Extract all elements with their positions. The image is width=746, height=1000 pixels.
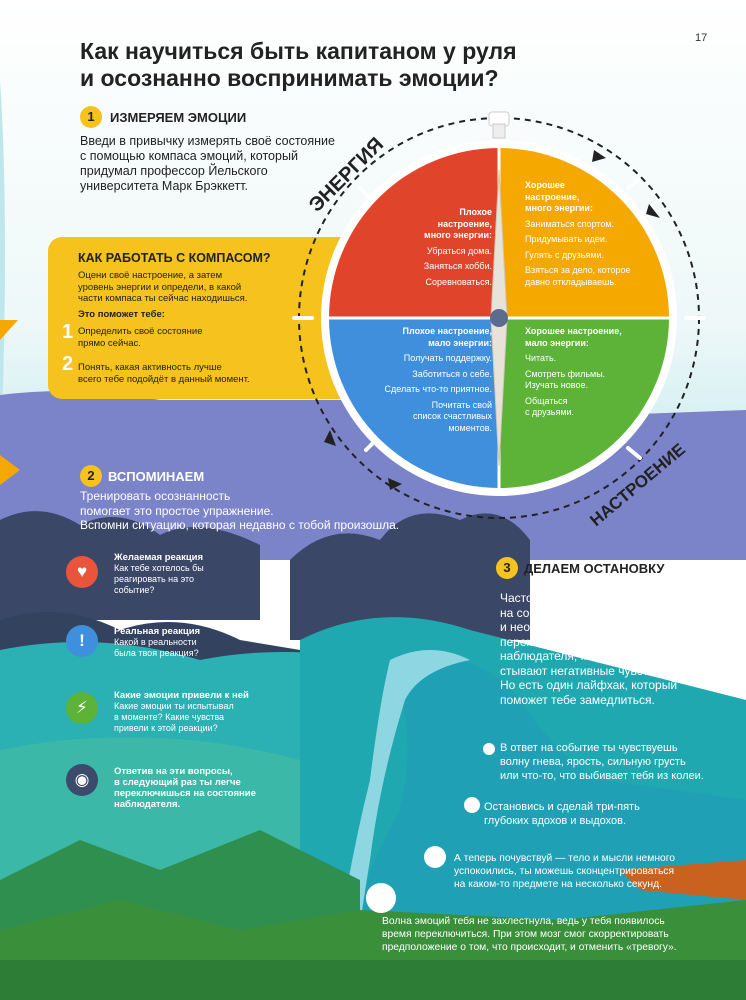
heart-icon: ♥ <box>66 556 98 588</box>
quadrant-bottom-right-text: Хорошее настроение, мало энергии: Читать… <box>525 326 622 417</box>
quadrant-orange <box>499 148 669 318</box>
step-4-dot <box>366 883 396 913</box>
step-1-dot <box>483 743 495 755</box>
exclamation-icon: ! <box>66 625 98 657</box>
quadrant-top-left-text: Плохое настроение, много энергии: Убрать… <box>423 207 492 287</box>
step-2-dot <box>464 797 480 813</box>
section3-badge: 3 <box>496 557 518 579</box>
reaction-summary: Ответив на эти вопросы, в следующий раз … <box>114 766 256 810</box>
quadrant-green <box>499 318 669 488</box>
compass-item-2-number: 2 <box>62 353 74 375</box>
emotion-compass: ЭНЕРГИЯ НАСТРОЕНИЕ <box>292 111 706 530</box>
step-3-text: А теперь почувствуй — тело и мысли немно… <box>454 853 676 890</box>
step-1-text: В ответ на событие ты чувствуешь волну г… <box>500 742 704 782</box>
reaction-emotions: Какие эмоции привели к ней Какие эмоции … <box>114 690 249 733</box>
compass-card-heading: КАК РАБОТАТЬ С КОМПАСОМ? <box>78 251 271 265</box>
reaction-real: Реальная реакция Какой в реальности была… <box>114 626 201 658</box>
section1-heading: ИЗМЕРЯЕМ ЭМОЦИИ <box>110 110 247 125</box>
page-title: Как научиться быть капитаном у руля и ос… <box>80 38 640 92</box>
section2-badge: 2 <box>80 465 102 487</box>
step-4-text: Волна эмоций тебя не захлестнула, ведь у… <box>382 916 677 953</box>
lightning-icon: ⚡ <box>66 692 98 724</box>
section3-heading: ДЕЛАЕМ ОСТАНОВКУ <box>524 561 665 576</box>
quadrant-bottom-left-text: Плохое настроение, мало энергии: Получат… <box>384 326 492 433</box>
section2-heading: ВСПОМИНАЕМ <box>108 469 205 484</box>
quadrant-blue <box>329 318 499 488</box>
compass-item-1-number: 1 <box>62 321 74 343</box>
section1-badge: 1 <box>80 106 102 128</box>
eye-icon: ◉ <box>66 764 98 796</box>
quadrant-red <box>329 148 499 318</box>
section2-text: Тренировать осознанность помогает это пр… <box>80 489 400 532</box>
compass-card: КАК РАБОТАТЬ С КОМПАСОМ? Оцени своё наст… <box>48 237 360 399</box>
section3-text: Часто наша первая реакция на событие оче… <box>500 591 691 707</box>
reaction-desired: Желаемая реакция Как тебе хотелось бы ре… <box>114 552 204 595</box>
compass-card-intro: Оцени своё настроение, а затем уровень э… <box>78 270 248 304</box>
compass-item-1: Определить своё состояние прямо сейчас. <box>78 326 203 349</box>
section1-text: Введи в привычку измерять своё состояние… <box>80 134 335 193</box>
compass-card-helps: Это поможет тебе: <box>78 309 165 320</box>
quadrant-top-right-text: Хорошее настроение, много энергии: Заним… <box>525 180 631 287</box>
step-3-dot <box>424 846 446 868</box>
compass-item-2: Понять, какая активность лучше всего теб… <box>78 362 250 385</box>
step-2-text: Остановись и сделай три-пять глубоких вд… <box>484 801 640 827</box>
page-number: 17 <box>695 32 708 44</box>
title-line-2: и осознанно воспринимать эмоции? <box>80 65 499 91</box>
title-line-1: Как научиться быть капитаном у руля <box>80 38 517 64</box>
